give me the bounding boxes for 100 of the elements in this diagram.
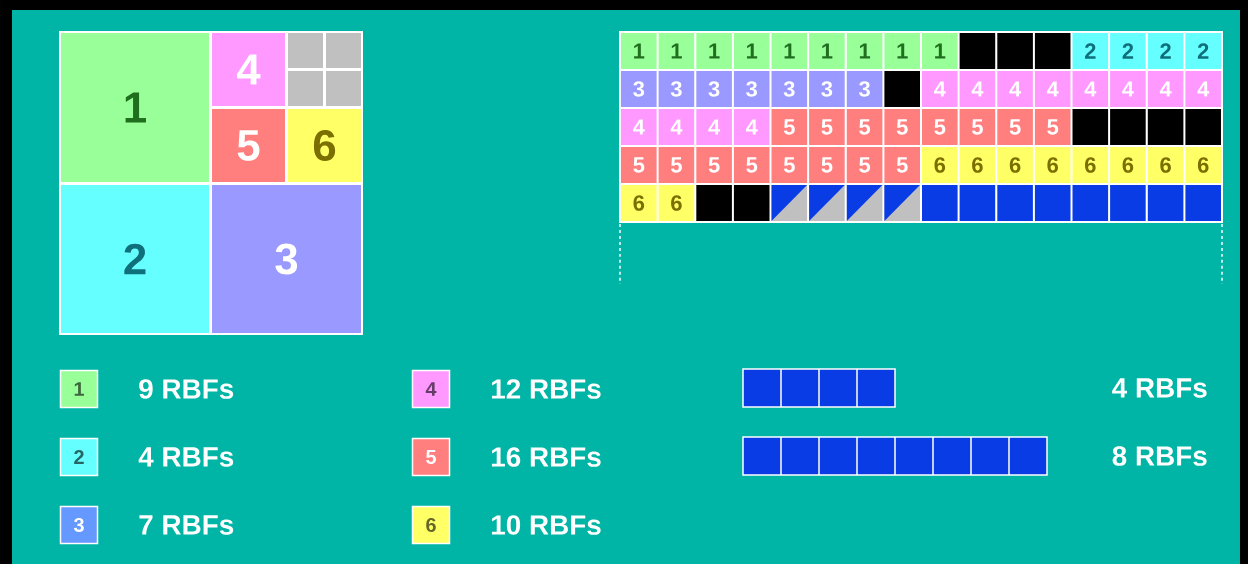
grid-cell: 4 [1072,71,1109,107]
grid-cell: 3 [733,71,770,107]
node-label: 1 [709,43,720,59]
node-label: 3 [708,81,720,97]
node-label: 5 [934,119,946,135]
legend-label: 7 RBFs [139,515,234,535]
node-label: 5 [821,157,833,173]
node-label: 5 [783,119,795,135]
grid-cell: 3 [658,71,695,107]
node-label: 5 [708,157,720,173]
node-label: 5 [859,157,871,173]
grid-cell: 1 [733,33,770,69]
node-label: 6 [671,195,682,211]
grid-cell: 5 [621,147,657,183]
node-label: 3 [821,81,833,97]
grid-cell: 4 [1185,71,1221,107]
node-label: 6 [1197,157,1209,173]
node-label: 1 [897,43,908,59]
node-label: 5 [670,157,682,173]
blank-cell [1034,33,1071,69]
node-label: 5 [896,119,908,135]
blank-block [288,71,323,106]
node-label: 5 [859,119,871,135]
grid-cell: 4 [1034,71,1071,107]
grid-cell: 1 [922,33,958,69]
node-label: 4 [633,119,645,135]
legend-label: 8 RBFs [1112,446,1207,466]
grid-cell: 4 [658,109,695,145]
node-label: 6 [1047,157,1059,173]
grid-cell: 5 [809,109,845,145]
node-label: 4 [1084,81,1097,97]
node-label: 3 [633,81,645,97]
grid-cell: 4 [922,71,958,107]
node-label: 2 [1122,43,1134,59]
grid-cell: 5 [771,109,808,145]
node-label: 1 [935,43,946,59]
node-label: 6 [1160,157,1171,173]
node-label: 3 [783,81,795,97]
grid-cell: 1 [771,33,808,69]
grid-cell: 6 [1110,147,1146,183]
grid-cell: 6 [621,185,657,221]
node-label: 5 [971,119,983,135]
node-label: 6 [972,157,983,173]
blank-block [326,33,361,68]
grid-cell: 2 [1072,33,1109,69]
split-cell [884,185,920,221]
grid-cell: 4 [621,109,657,145]
blank-block [326,71,361,106]
grid-cell: 5 [884,147,920,183]
grid-cell: 6 [922,147,958,183]
node-label: 4 [670,119,683,135]
node-label: 3 [670,81,682,97]
node-label: 6 [633,195,645,211]
node-label: 5 [1009,119,1021,135]
legend-label: 12 RBFs [491,379,601,399]
blank-cell [1110,109,1146,145]
grid-cell: 4 [1110,71,1146,107]
node-label: 4 [1159,81,1172,97]
grid-cell: 1 [696,33,732,69]
blank-cell [1110,185,1146,221]
node-label: 4 [971,81,984,97]
grid-cell: 5 [809,147,845,183]
grid-cell: 4 [959,71,996,107]
node-label: 5 [821,119,833,135]
node-label: 4 [1197,81,1210,97]
square-block: 6 [288,109,361,182]
grid-cell: 2 [1147,33,1184,69]
grid-cell: 5 [1034,109,1071,145]
blank-cell [997,33,1033,69]
grid-cell: 4 [733,109,770,145]
blank-cell [922,185,958,221]
square-block: 4 [212,33,285,106]
grid-cell: 6 [1185,147,1221,183]
node-label: 2 [1084,43,1096,59]
node-label: 3 [746,81,758,97]
node-label: 4 [934,81,946,97]
grid-cell: 5 [922,109,958,145]
grid-cell: 3 [771,71,808,107]
grid-cell: 3 [696,71,732,107]
grid-cell: 6 [997,147,1033,183]
legend-label: 4 RBFs [138,447,234,467]
square-block: 2 [61,185,209,333]
grid-cell: 5 [846,109,883,145]
node-label: 4 [1046,81,1059,97]
grid-cell: 5 [696,147,732,183]
node-label: 1 [746,43,758,59]
node-label: 5 [783,157,795,173]
node-label: 4 [708,119,721,135]
node-label: 5 [1047,119,1059,135]
node-label: 1 [784,43,795,59]
blank-cell [1185,185,1221,221]
grid-cell: 1 [809,33,845,69]
blank-cell [959,33,996,69]
node-label: 6 [1122,157,1134,173]
blank-block [288,33,323,68]
grid-cell: 3 [809,71,845,107]
split-cell [809,185,845,221]
grid-cell: 5 [884,109,920,145]
legend-label: 16 RBFs [491,447,601,467]
blank-cell [696,185,732,221]
